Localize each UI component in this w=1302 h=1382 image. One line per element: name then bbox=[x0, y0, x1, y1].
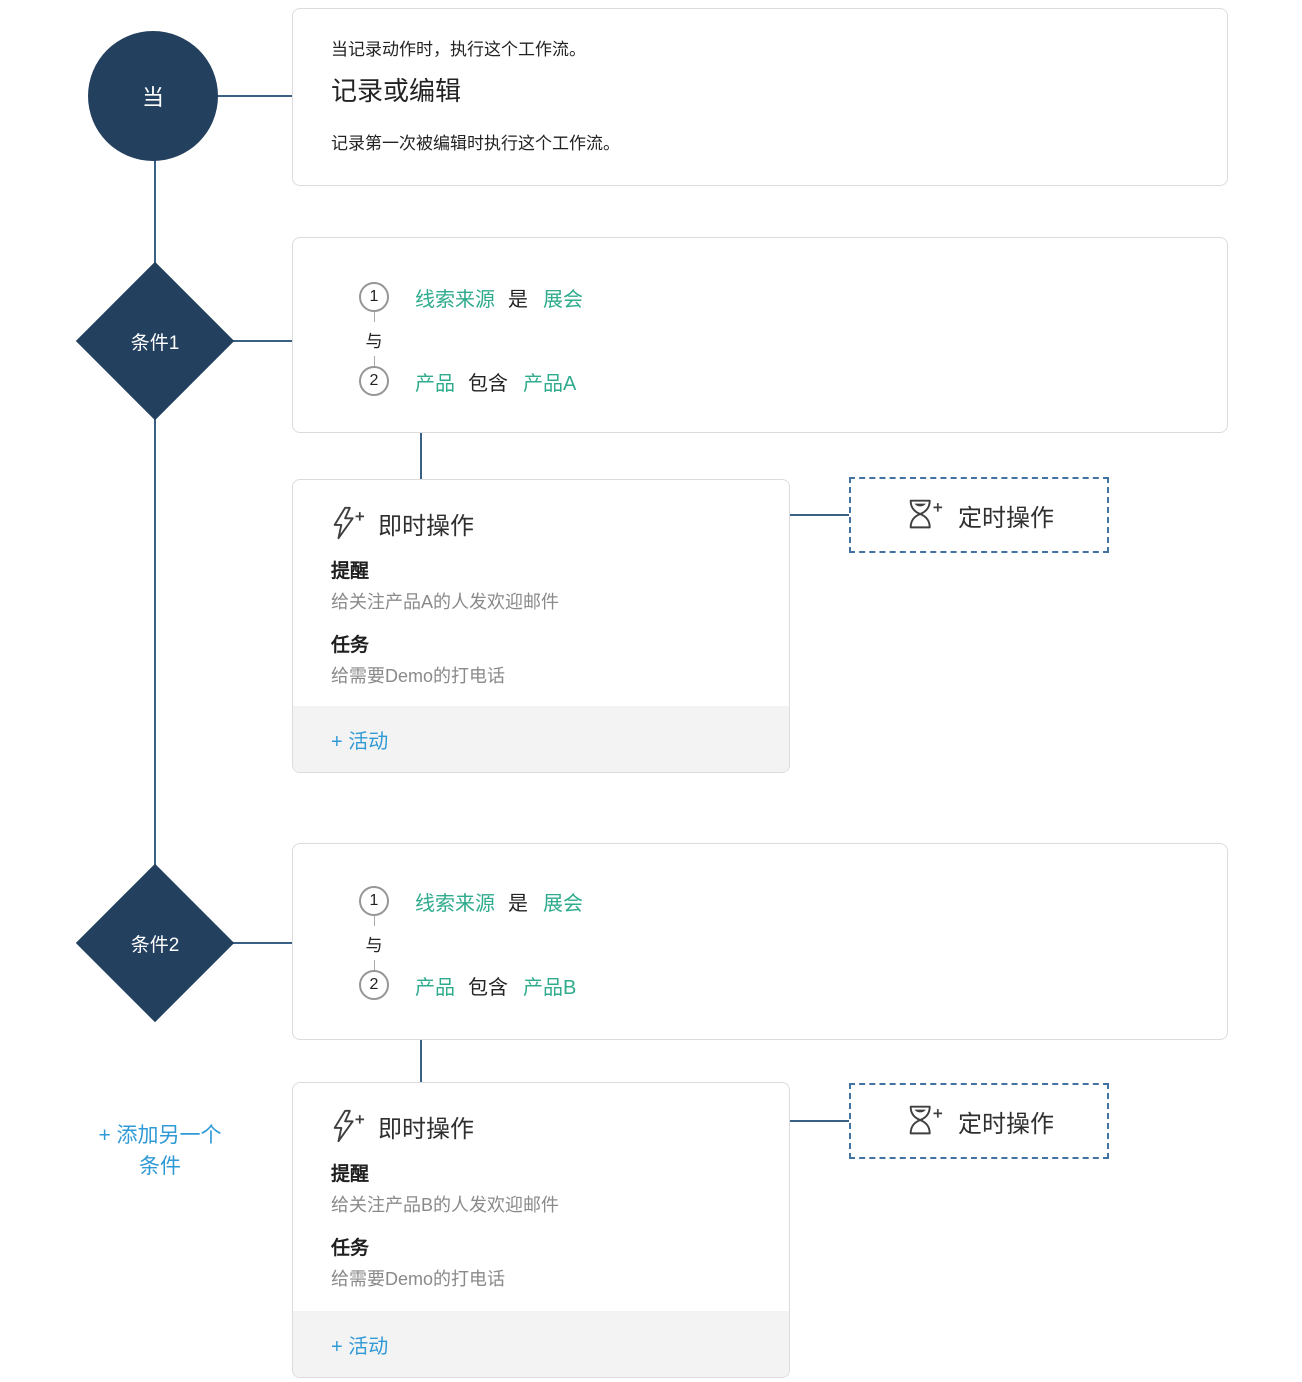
instant2-item2-desc: 给需要Demo的打电话 bbox=[331, 1269, 506, 1289]
instant2-item1-label: 提醒 bbox=[331, 1164, 370, 1185]
instant1-item1-label: 提醒 bbox=[331, 561, 370, 582]
instant1-item2-desc: 给需要Demo的打电话 bbox=[331, 666, 506, 686]
condition2-row2-number: 2 bbox=[359, 970, 389, 1000]
condition1-row1-value: 展会 bbox=[543, 288, 583, 311]
instant2-item1-desc: 给关注产品B的人发欢迎邮件 bbox=[331, 1195, 560, 1215]
joiner-tick-bottom bbox=[373, 960, 375, 970]
condition1-row1-number: 1 bbox=[359, 282, 389, 312]
hourglass-plus-icon bbox=[909, 1105, 943, 1135]
add-another-condition-link[interactable]: + 添加另一个 条件 bbox=[70, 1120, 250, 1182]
instant-actions-box-1[interactable]: 即时操作 提醒 给关注产品A的人发欢迎邮件 任务 给需要Demo的打电话 + 活… bbox=[292, 479, 790, 773]
joiner-tick-top bbox=[373, 312, 375, 322]
instant1-item2-label: 任务 bbox=[331, 635, 370, 656]
instant-actions2-header: 即时操作 bbox=[329, 1108, 474, 1144]
lightning-plus-icon bbox=[333, 1109, 365, 1143]
condition2-row2-operator: 包含 bbox=[468, 976, 508, 999]
condition2-node[interactable]: 条件2 bbox=[75, 863, 235, 1023]
condition1-row2-value: 产品A bbox=[523, 372, 577, 395]
condition1-criteria-box[interactable]: 1 线索来源 是 展会 与 2 产品 包含 产品A bbox=[292, 237, 1228, 433]
condition1-row-1: 1 线索来源 是 展会 bbox=[359, 282, 583, 312]
trigger-title: 记录或编辑 bbox=[331, 76, 462, 106]
condition2-row1-value: 展会 bbox=[543, 892, 583, 915]
instant1-item1-desc: 给关注产品A的人发欢迎邮件 bbox=[331, 592, 560, 612]
condition1-row1-operator: 是 bbox=[508, 288, 528, 311]
condition1-row1-field: 线索来源 bbox=[415, 288, 495, 311]
trigger-box[interactable]: 当记录动作时，执行这个工作流。 记录或编辑 记录第一次被编辑时执行这个工作流。 bbox=[292, 8, 1228, 186]
condition1-joiner-label: 与 bbox=[365, 331, 383, 351]
condition2-joiner: 与 bbox=[359, 916, 389, 970]
instant1-add-activity-link[interactable]: + 活动 bbox=[331, 730, 389, 753]
condition2-node-label: 条件2 bbox=[130, 934, 180, 956]
timed-actions-box-1[interactable]: 定时操作 bbox=[849, 477, 1109, 553]
condition2-row2-field: 产品 bbox=[415, 976, 455, 999]
condition2-joiner-label: 与 bbox=[365, 935, 383, 955]
condition2-row1-field: 线索来源 bbox=[415, 892, 495, 915]
condition2-row-2: 2 产品 包含 产品B bbox=[359, 970, 576, 1000]
condition1-node-label: 条件1 bbox=[130, 332, 180, 354]
trigger-description: 记录第一次被编辑时执行这个工作流。 bbox=[331, 134, 620, 153]
instant-actions1-title: 即时操作 bbox=[378, 512, 474, 540]
timed-actions1-title: 定时操作 bbox=[958, 504, 1054, 532]
instant2-item2-label: 任务 bbox=[331, 1238, 370, 1259]
condition2-row-1: 1 线索来源 是 展会 bbox=[359, 886, 583, 916]
condition1-row2-number: 2 bbox=[359, 366, 389, 396]
joiner-tick-bottom bbox=[373, 356, 375, 366]
condition1-node[interactable]: 条件1 bbox=[75, 261, 235, 421]
lightning-plus-icon bbox=[333, 506, 365, 540]
joiner-tick-top bbox=[373, 916, 375, 926]
instant1-footer: + 活动 bbox=[293, 706, 789, 772]
add-condition-line2: 条件 bbox=[139, 1155, 181, 1178]
instant2-add-activity-link[interactable]: + 活动 bbox=[331, 1335, 389, 1358]
add-condition-line1: + 添加另一个 bbox=[98, 1124, 222, 1147]
timed-actions-box-2[interactable]: 定时操作 bbox=[849, 1083, 1109, 1159]
trigger-node-label: 当 bbox=[141, 85, 164, 110]
condition2-row1-operator: 是 bbox=[508, 892, 528, 915]
condition1-row-2: 2 产品 包含 产品A bbox=[359, 366, 576, 396]
hourglass-plus-icon bbox=[909, 499, 943, 529]
instant-actions-box-2[interactable]: 即时操作 提醒 给关注产品B的人发欢迎邮件 任务 给需要Demo的打电话 + 活… bbox=[292, 1082, 790, 1378]
condition1-joiner: 与 bbox=[359, 312, 389, 366]
condition2-row1-number: 1 bbox=[359, 886, 389, 916]
instant2-footer: + 活动 bbox=[293, 1311, 789, 1377]
timed-actions2-title: 定时操作 bbox=[958, 1110, 1054, 1138]
instant-actions2-title: 即时操作 bbox=[378, 1115, 474, 1143]
condition1-row2-operator: 包含 bbox=[468, 372, 508, 395]
trigger-intro-text: 当记录动作时，执行这个工作流。 bbox=[331, 40, 586, 59]
condition2-criteria-box[interactable]: 1 线索来源 是 展会 与 2 产品 包含 产品B bbox=[292, 843, 1228, 1040]
condition2-row2-value: 产品B bbox=[523, 976, 577, 999]
instant-actions1-header: 即时操作 bbox=[329, 505, 474, 541]
condition1-row2-field: 产品 bbox=[415, 372, 455, 395]
trigger-node[interactable]: 当 bbox=[88, 31, 218, 161]
